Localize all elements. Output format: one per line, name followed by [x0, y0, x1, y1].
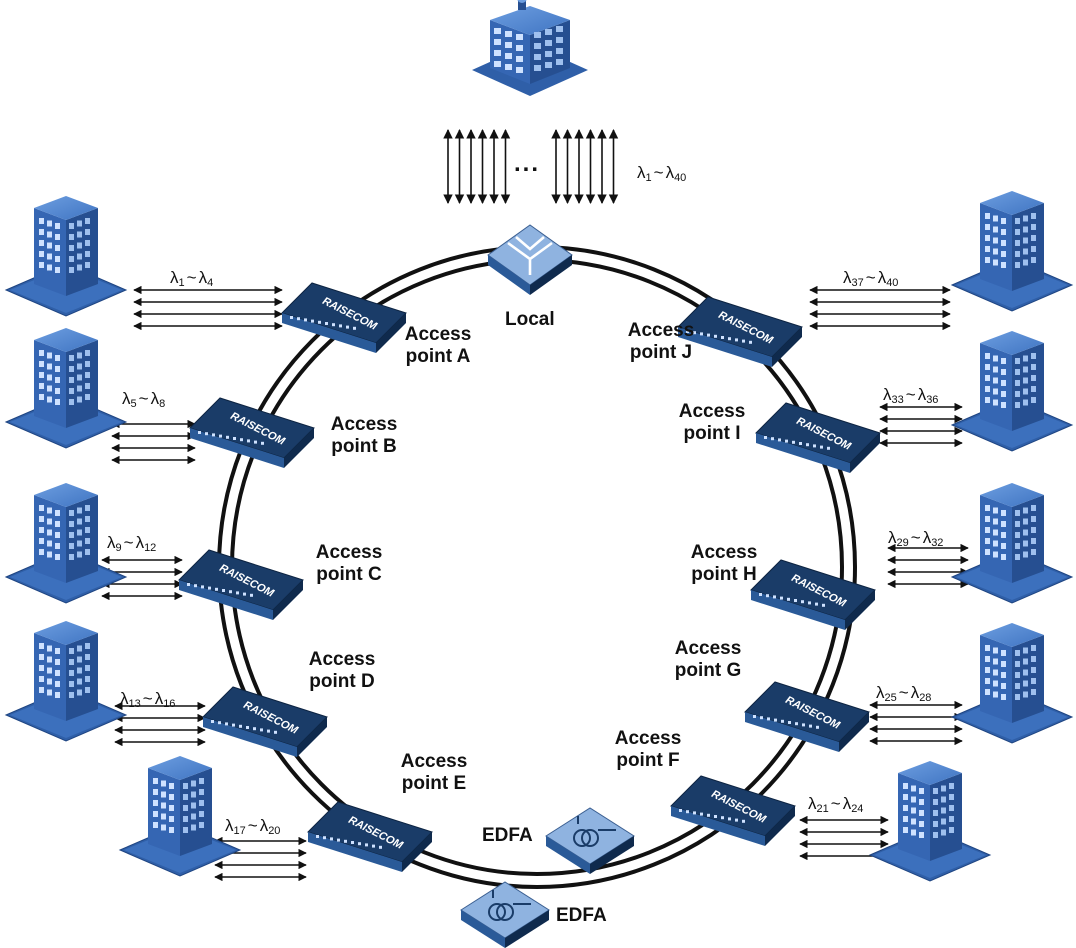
building-f: [868, 761, 992, 882]
wavelength-label-e: λ17~λ20: [225, 816, 281, 837]
local-label: Local: [505, 309, 555, 330]
access-switch-b: RAISECOM: [189, 397, 315, 468]
trunk-wavelength-label: λ1~λ40: [637, 163, 687, 184]
building-a: [4, 196, 128, 317]
access-switch-d: RAISECOM: [202, 686, 328, 757]
edfa-upper: [545, 807, 635, 874]
ap-label-line2: point C: [316, 564, 382, 585]
access-switch-c: RAISECOM: [178, 549, 304, 620]
ap-label-line2: point I: [683, 423, 741, 444]
ap-label-line2: point B: [331, 436, 397, 457]
wavelength-label-h: λ29~λ32: [888, 528, 944, 549]
edfa-label-upper: EDFA: [482, 825, 533, 846]
local-mux: [487, 224, 573, 295]
wavelength-label-b: λ5~λ8: [122, 389, 166, 410]
ap-label-line2: point E: [401, 773, 467, 794]
ap-label-line2: point G: [674, 660, 742, 681]
wavelength-label-g: λ25~λ28: [876, 683, 932, 704]
wavelength-label-a: λ1~λ4: [170, 268, 214, 289]
central-office-building: [472, 0, 588, 96]
ap-label-line2: point J: [629, 342, 693, 363]
edfa-lower: [460, 881, 550, 948]
building-b: [4, 328, 128, 449]
access-switch-a: RAISECOM: [281, 282, 407, 353]
ap-label-line2: point F: [616, 750, 680, 771]
access-switch-f: RAISECOM: [670, 775, 796, 846]
buildings: [4, 0, 1074, 882]
access-wavelength-links: [101, 285, 969, 882]
access-switch-i: RAISECOM: [755, 402, 881, 473]
building-j: [950, 191, 1074, 312]
building-d: [4, 621, 128, 742]
building-c: [4, 483, 128, 604]
edfa-label-lower: EDFA: [556, 905, 607, 926]
wavelength-label-i: λ33~λ36: [883, 385, 939, 406]
ap-label-line1: Access: [674, 638, 742, 659]
ap-label-line2: point D: [309, 671, 375, 692]
ap-label-line1: Access: [400, 751, 468, 772]
ring-devices: RAISECOM RAISECOM RAISECOM RAISECOM RAISECOM…: [178, 224, 881, 948]
ap-label-line2: point H: [691, 564, 757, 585]
wavelength-label-f: λ21~λ24: [808, 794, 864, 815]
ap-label-line1: Access: [678, 401, 746, 422]
wavelength-label-j: λ37~λ40: [843, 268, 899, 289]
ap-label-line1: Access: [614, 728, 682, 749]
building-e: [118, 756, 242, 877]
ap-label-line1: Access: [330, 414, 398, 435]
access-switch-g: RAISECOM: [744, 681, 870, 752]
trunk-ellipsis: ...: [514, 150, 541, 177]
access-switch-h: RAISECOM: [750, 559, 876, 630]
building-h: [950, 483, 1074, 604]
access-switch-j: RAISECOM: [677, 296, 803, 367]
building-i: [950, 331, 1074, 452]
wavelength-label-d: λ13~λ16: [120, 689, 176, 710]
ap-label-line1: Access: [627, 320, 695, 341]
access-switch-e: RAISECOM: [307, 801, 433, 872]
wavelength-label-c: λ9~λ12: [107, 533, 157, 554]
ap-label-line1: Access: [308, 649, 376, 670]
ap-label-line1: Access: [404, 324, 472, 345]
ap-label-line1: Access: [690, 542, 758, 563]
trunk-wavelength-arrows: [443, 129, 619, 204]
ap-label-line1: Access: [315, 542, 383, 563]
building-g: [950, 623, 1074, 744]
ap-label-line2: point A: [405, 346, 471, 367]
